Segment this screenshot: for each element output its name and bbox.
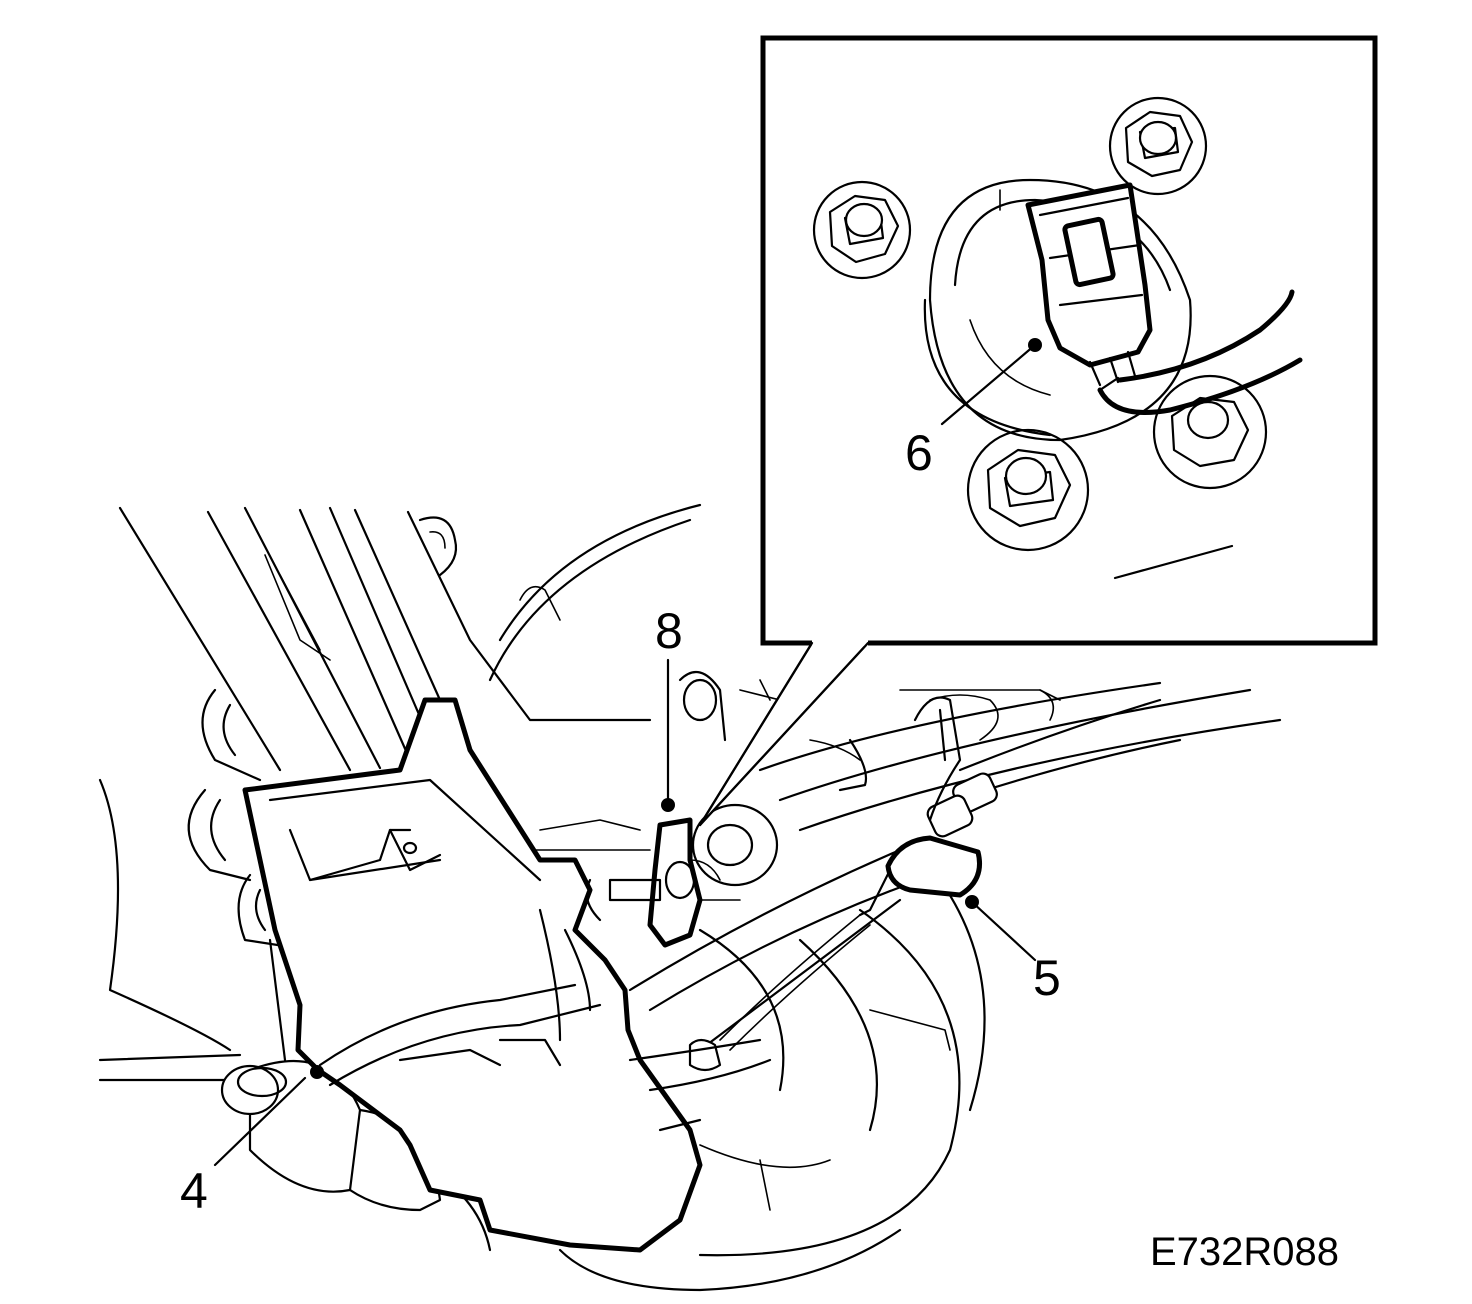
brake-shield <box>242 697 772 1253</box>
detail-inset: 6 <box>698 35 1378 827</box>
inset-cable <box>1097 289 1303 415</box>
abs-cable <box>688 696 1182 1072</box>
speed-sensor-housing <box>220 1059 492 1252</box>
inset-nut-bottom <box>966 428 1090 552</box>
inset-nut-right <box>1152 374 1268 490</box>
wheel-hub <box>529 670 781 948</box>
callout-8-dot <box>661 798 675 812</box>
strut-assembly <box>118 506 652 772</box>
brake-disc <box>488 503 986 1292</box>
callout-5-label: 5 <box>1033 950 1061 1006</box>
inset-arc <box>1113 544 1234 580</box>
callout-leaders <box>213 658 1037 1167</box>
callout-4-dot <box>310 1065 324 1079</box>
inset-nut-left <box>812 180 912 280</box>
callout-8-label: 8 <box>655 603 683 659</box>
callout-6-dot <box>1028 338 1042 352</box>
lower-arm <box>628 681 1282 1052</box>
inset-nut-top-right <box>1108 96 1208 196</box>
stabilizer-link <box>98 688 312 1082</box>
callout-5-dot <box>965 895 979 909</box>
inset-connector <box>1025 182 1153 387</box>
figure-code: E732R088 <box>1150 1230 1339 1274</box>
callout-6-label: 6 <box>905 425 933 481</box>
callout-4-label: 4 <box>180 1163 208 1219</box>
